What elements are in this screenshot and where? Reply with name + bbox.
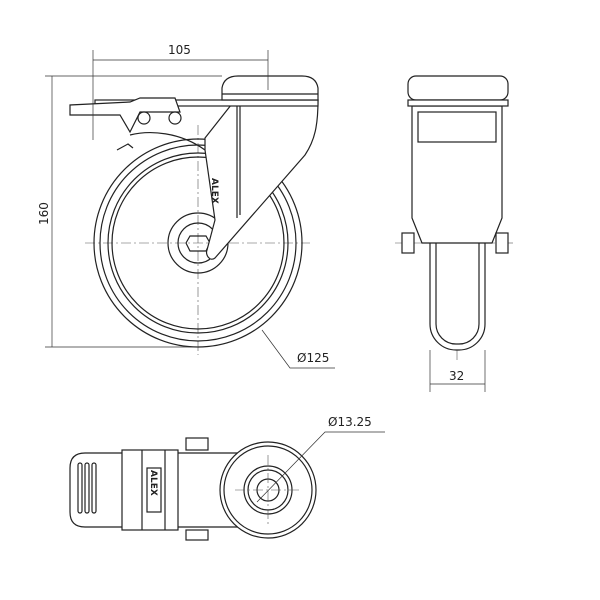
fork [204, 99, 319, 260]
fork-logo: ALEX [209, 178, 219, 204]
axle-nut [185, 235, 211, 252]
mount-cap-side [407, 75, 509, 101]
brake-lever [69, 97, 181, 134]
axle-nut-right [495, 232, 509, 254]
mount-cap [221, 75, 319, 101]
front-view: ALEX 105 160 Ø125 [37, 43, 335, 369]
dim-bolt-hole: Ø13.25 [328, 415, 372, 429]
bolt-head-top [185, 437, 209, 451]
dim-wheel-diameter: Ø125 [297, 351, 329, 365]
dim-105: 105 [168, 43, 191, 57]
axle-nut-left [401, 232, 415, 254]
dim-160: 160 [37, 202, 51, 225]
side-view: 32 [395, 75, 515, 392]
housing-logo: ALEX [148, 470, 158, 496]
top-view: ALEX Ø13.25 [69, 415, 385, 541]
dim-32: 32 [449, 369, 464, 383]
bolt-head-bottom [185, 529, 209, 541]
